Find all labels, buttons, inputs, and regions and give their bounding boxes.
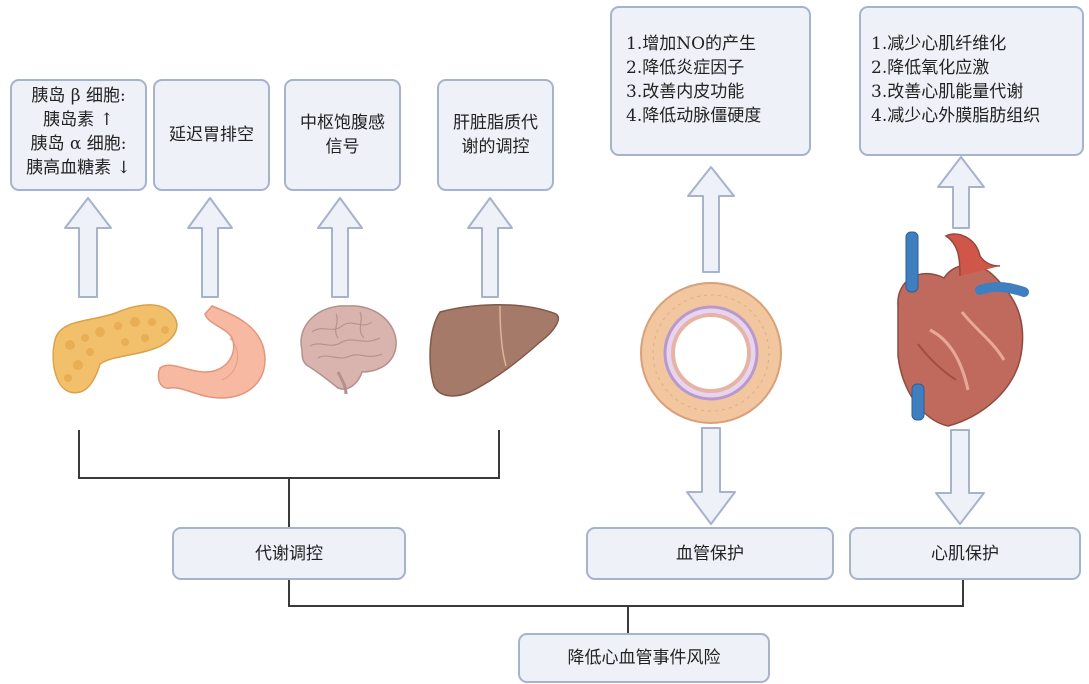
cardiac-line-3: 3.改善心肌能量代谢 <box>871 82 1024 102</box>
arrow-down-heart <box>935 429 985 525</box>
connector-bottom-right-stem <box>962 580 964 606</box>
connector-left-bracket-stem <box>288 477 290 527</box>
cardiac-protection-box: 心肌保护 <box>849 527 1081 580</box>
brain-line-1: 中枢饱腹感 <box>300 113 385 133</box>
pancreas-line-2: 胰岛素 ↑ <box>43 110 114 130</box>
stomach-icon <box>157 305 266 399</box>
pancreas-line-1: 胰岛 β 细胞: <box>31 86 126 106</box>
connector-final-stem <box>627 605 629 633</box>
cardiac-line-4: 4.减少心外膜脂肪组织 <box>871 106 1041 126</box>
arrow-down-artery <box>686 427 736 525</box>
cardiac-line-2: 2.降低氧化应激 <box>871 58 990 78</box>
vascular-protection-label: 血管保护 <box>676 543 744 564</box>
arrow-up-artery <box>687 166 735 273</box>
artery-icon <box>640 282 782 424</box>
arrow-up-pancreas <box>64 197 112 298</box>
vascular-line-3: 3.改善内皮功能 <box>626 82 745 102</box>
arrow-up-stomach <box>187 197 233 298</box>
liver-effect-box: 肝脏脂质代 谢的调控 <box>437 79 554 191</box>
arrow-up-brain <box>317 197 363 298</box>
liver-line-1: 肝脏脂质代 <box>453 113 538 133</box>
connector-bottom-left-stem <box>288 580 290 606</box>
cardiac-line-1: 1.减少心肌纤维化 <box>871 34 1007 54</box>
liver-icon <box>429 304 560 397</box>
pancreas-effect-box: 胰岛 β 细胞: 胰岛素 ↑ 胰岛 α 细胞: 胰高血糖素 ↓ <box>10 79 147 191</box>
metabolic-regulation-box: 代谢调控 <box>172 527 406 580</box>
pancreas-line-4: 胰高血糖素 ↓ <box>26 158 131 178</box>
vascular-line-4: 4.降低动脉僵硬度 <box>626 106 762 126</box>
connector-left-bracket-left <box>78 430 80 478</box>
metabolic-regulation-label: 代谢调控 <box>255 543 323 564</box>
arrow-up-liver <box>467 197 513 298</box>
pancreas-line-3: 胰岛 α 细胞: <box>30 134 127 154</box>
stomach-effect-box: 延迟胃排空 <box>153 79 270 191</box>
vascular-line-1: 1.增加NO的产生 <box>626 34 757 54</box>
stomach-effect-text: 延迟胃排空 <box>169 125 254 145</box>
reduce-cv-risk-label: 降低心血管事件风险 <box>567 648 721 668</box>
vascular-line-2: 2.降低炎症因子 <box>626 58 745 78</box>
heart-icon <box>897 231 1029 427</box>
brain-line-2: 信号 <box>325 137 360 157</box>
connector-left-bracket-right <box>498 430 500 478</box>
cardiac-effect-box: 1.减少心肌纤维化 2.降低氧化应激 3.改善心肌能量代谢 4.减少心外膜脂肪组… <box>859 6 1084 156</box>
vascular-protection-box: 血管保护 <box>586 527 834 580</box>
vascular-effect-box: 1.增加NO的产生 2.降低炎症因子 3.改善内皮功能 4.降低动脉僵硬度 <box>610 6 811 156</box>
brain-effect-box: 中枢饱腹感 信号 <box>284 79 401 191</box>
brain-icon <box>300 305 397 395</box>
reduce-cv-risk-box: 降低心血管事件风险 <box>518 633 770 683</box>
liver-line-2: 谢的调控 <box>461 137 530 157</box>
connector-bottom-horizontal <box>288 605 964 607</box>
pancreas-icon <box>52 304 178 394</box>
arrow-up-heart <box>937 156 985 229</box>
cardiac-protection-label: 心肌保护 <box>931 543 999 564</box>
